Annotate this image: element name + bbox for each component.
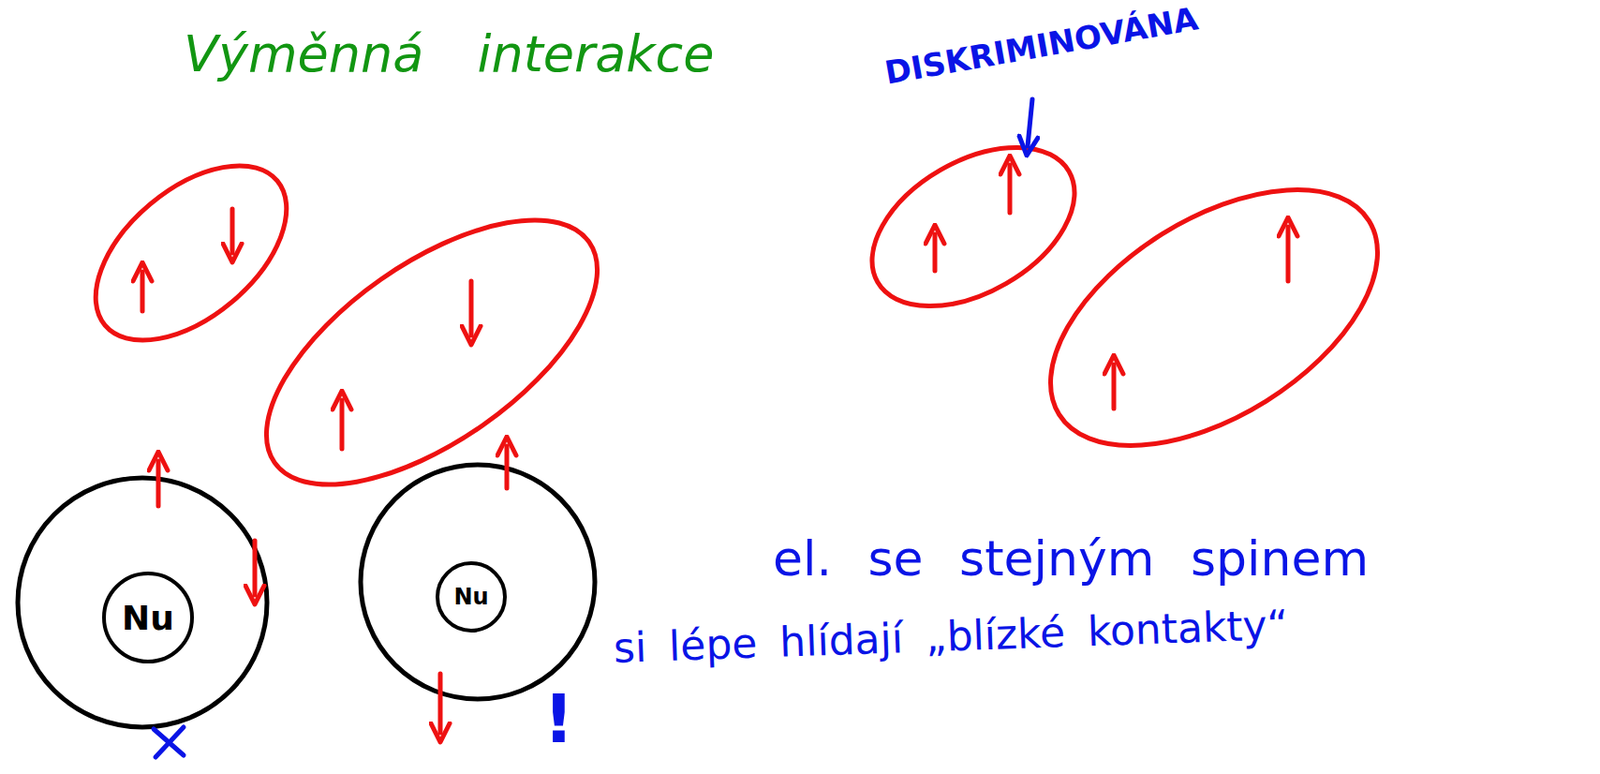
electron-pair-ellipse	[223, 169, 641, 536]
spin-up-arrow	[340, 400, 345, 449]
spin-up-arrow	[504, 445, 510, 489]
electron-pair-ellipse	[1007, 137, 1422, 499]
spin-up-arrow	[1286, 226, 1291, 282]
spin-down-arrow	[252, 540, 258, 595]
nucleus-label: Nu	[121, 598, 175, 638]
spin-up-arrow	[1111, 364, 1117, 409]
nucleus-circle: Nu	[435, 561, 507, 633]
note-text: el. se stejným spinem	[772, 532, 1369, 586]
electron-pair-ellipse	[844, 114, 1102, 339]
title: Výměnná interakce	[183, 26, 715, 82]
spin-down-arrow	[438, 673, 444, 733]
spin-down-arrow	[469, 281, 475, 336]
spin-up-arrow	[140, 271, 146, 312]
spin-up-arrow	[156, 460, 162, 506]
exclamation-mark: !	[543, 681, 575, 756]
atom-shell	[360, 464, 595, 699]
nucleus-circle: Nu	[102, 571, 194, 664]
electron-pair-ellipse	[63, 132, 318, 374]
spin-up-arrow	[933, 234, 938, 271]
nucleus-label: Nu	[453, 583, 489, 610]
cross-mark	[153, 726, 184, 757]
pointer-arrow	[1027, 99, 1033, 147]
atom-shell	[17, 477, 267, 727]
spin-down-arrow	[230, 208, 236, 253]
note-text: si lépe hlídají „blízké kontakty“	[612, 602, 1289, 672]
spin-up-arrow	[1007, 164, 1013, 213]
note-label: DISKRIMINOVÁNA	[882, 0, 1201, 91]
